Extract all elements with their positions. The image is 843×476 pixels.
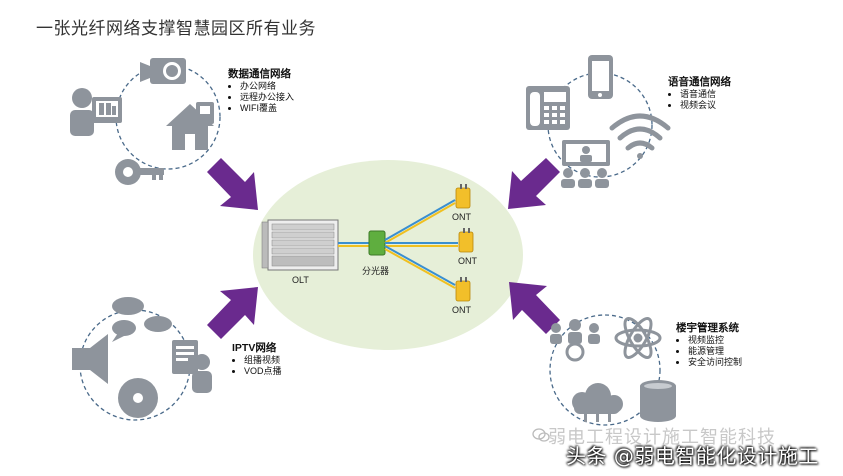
list-item: 视频监控	[688, 335, 742, 346]
document-person-icon	[172, 340, 212, 393]
home-icon	[166, 102, 214, 150]
list-item: 视频会议	[680, 100, 731, 111]
camera-icon	[140, 58, 186, 84]
mobile-phone-icon	[588, 55, 613, 99]
watermark-handle: 头条 @弱电智能化设计施工	[566, 444, 819, 468]
arrow-data	[207, 158, 258, 210]
data-network-label: 数据通信网络 办公网络 远程办公接入 WIFI覆盖	[228, 68, 294, 114]
ont-label-1: ONT	[452, 212, 471, 222]
wechat-icon	[532, 428, 550, 442]
list-item: 办公网络	[240, 81, 294, 92]
voice-network-title: 语音通信网络	[668, 76, 731, 88]
atom-icon	[614, 317, 662, 359]
voice-network-label: 语音通信网络 语音通信 视频会议	[668, 76, 731, 111]
disc-icon	[118, 378, 158, 418]
video-conference-icon	[561, 140, 610, 188]
splitter-device	[368, 230, 386, 256]
building-system-title: 楼宇管理系统	[676, 322, 739, 334]
list-item: VOD点播	[244, 366, 282, 377]
ont-device-2	[458, 228, 474, 253]
list-item: 组播视频	[244, 355, 282, 366]
splitter-label: 分光器	[362, 266, 390, 276]
olt-label: OLT	[292, 275, 309, 285]
olt-device	[261, 219, 339, 271]
building-system-label: 楼宇管理系统 视频监控 能源管理 安全访问控制	[676, 322, 742, 368]
page-title: 一张光纤网络支撑智慧园区所有业务	[36, 19, 316, 39]
list-item: WIFI覆盖	[240, 103, 294, 114]
arrow-voice	[508, 158, 560, 209]
ont-device-1	[455, 184, 471, 209]
key-icon	[115, 159, 164, 185]
speaker-icon	[72, 334, 108, 384]
list-item: 能源管理	[688, 346, 742, 357]
list-item: 语音通信	[680, 89, 731, 100]
database-icon	[640, 380, 676, 422]
office-worker-icon	[70, 88, 122, 136]
data-network-title: 数据通信网络	[228, 68, 291, 80]
people-network-icon	[550, 319, 600, 362]
list-item: 安全访问控制	[688, 357, 742, 368]
arrow-building	[509, 282, 560, 334]
building-cluster-ring	[549, 314, 661, 426]
chat-bubbles-icon	[112, 297, 172, 342]
arrow-iptv	[207, 287, 258, 339]
ont-label-3: ONT	[452, 305, 471, 315]
wifi-icon	[609, 113, 671, 159]
list-item: 远程办公接入	[240, 92, 294, 103]
desk-phone-icon	[526, 86, 570, 130]
iptv-network-title: IPTV网络	[232, 342, 277, 354]
watermark-account: 弱电工程设计施工智能科技	[548, 427, 776, 448]
network-ellipse	[253, 160, 523, 350]
iptv-network-label: IPTV网络 组播视频 VOD点播	[232, 342, 282, 377]
cloud-icon	[572, 383, 623, 422]
ont-device-3	[455, 277, 471, 302]
ont-label-2: ONT	[458, 256, 477, 266]
